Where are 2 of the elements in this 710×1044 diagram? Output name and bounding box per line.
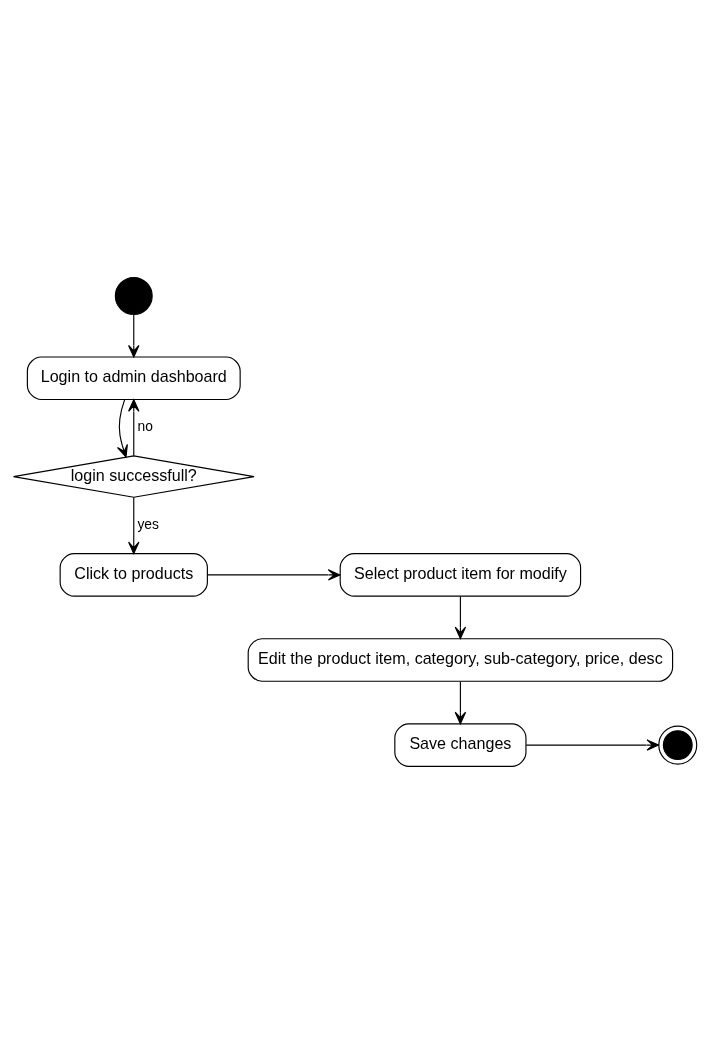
edge-label: no [137,419,153,435]
edge-label: yes [137,517,159,533]
